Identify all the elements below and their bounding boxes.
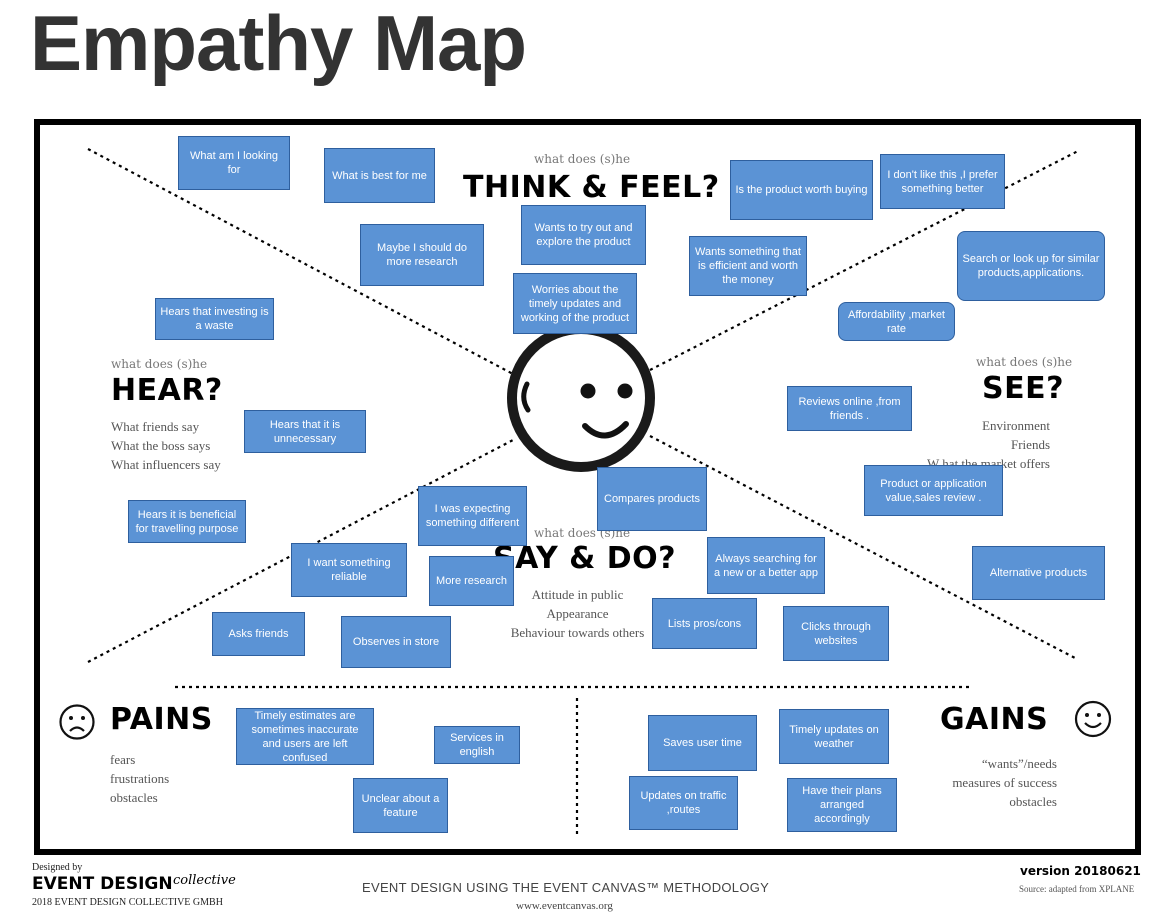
sticky-note[interactable]: I don't like this ,I prefer something be… xyxy=(880,154,1005,209)
sticky-note[interactable]: Search or look up for similar products,a… xyxy=(957,231,1105,301)
say-do-item: Appearance xyxy=(546,606,609,621)
footer-brand-script: collective xyxy=(173,873,236,888)
sticky-note[interactable]: Hears that it is unnecessary xyxy=(244,410,366,453)
sticky-note[interactable]: More research xyxy=(429,556,514,606)
pains-item: fears xyxy=(110,752,136,767)
say-do-item: Attitude in public xyxy=(531,587,624,602)
sticky-note[interactable]: Asks friends xyxy=(212,612,305,656)
sticky-note[interactable]: Always searching for a new or a better a… xyxy=(707,537,825,594)
pains-item: frustrations xyxy=(110,771,170,786)
hear-heading: HEAR? xyxy=(111,373,223,408)
see-item: Friends xyxy=(1011,437,1050,452)
sticky-note[interactable]: Worries about the timely updates and wor… xyxy=(513,273,637,334)
footer-brand: EVENT DESIGN xyxy=(32,874,173,894)
gains-item: measures of success xyxy=(952,775,1057,790)
say-do-list: Attitude in public Appearance Behaviour … xyxy=(500,585,655,642)
hear-item: What friends say xyxy=(111,419,200,434)
footer-tagline: EVENT DESIGN USING THE EVENT CANVAS™ MET… xyxy=(362,880,770,895)
sticky-note[interactable]: Is the product worth buying xyxy=(730,160,873,220)
sticky-note[interactable]: Maybe I should do more research xyxy=(360,224,484,286)
say-do-item: Behaviour towards others xyxy=(510,625,645,640)
gains-item: obstacles xyxy=(1009,794,1057,809)
sticky-note[interactable]: Hears it is beneficial for travelling pu… xyxy=(128,500,246,543)
sticky-note[interactable]: Have their plans arranged accordingly xyxy=(787,778,897,832)
footer-url[interactable]: www.eventcanvas.org xyxy=(516,900,613,912)
sticky-note[interactable]: I was expecting something different xyxy=(418,486,527,546)
sticky-note[interactable]: Services in english xyxy=(434,726,520,764)
page-title: Empathy Map xyxy=(30,0,527,87)
see-heading: SEE? xyxy=(982,371,1064,406)
frown-face-icon xyxy=(59,704,95,740)
sticky-note[interactable]: Updates on traffic ,routes xyxy=(629,776,738,830)
see-item: Environment xyxy=(982,418,1050,433)
footer-source: Source: adapted from XPLANE xyxy=(1019,884,1135,894)
pains-heading: PAINS xyxy=(110,702,213,737)
gains-list: “wants”/needs measures of success obstac… xyxy=(900,754,1057,811)
hear-item: What influencers say xyxy=(111,457,221,472)
sticky-note[interactable]: Alternative products xyxy=(972,546,1105,600)
hear-item: What the boss says xyxy=(111,438,211,453)
sticky-note[interactable]: Observes in store xyxy=(341,616,451,668)
gains-item: “wants”/needs xyxy=(981,756,1057,771)
pains-item: obstacles xyxy=(110,790,158,805)
sticky-note[interactable]: Clicks through websites xyxy=(783,606,889,661)
think-feel-prompt: what does (s)he xyxy=(534,152,631,166)
sticky-note[interactable]: I want something reliable xyxy=(291,543,407,597)
smiley-face-icon xyxy=(507,324,655,472)
sticky-note[interactable]: What am I looking for xyxy=(178,136,290,190)
hear-prompt: what does (s)he xyxy=(111,357,208,371)
sticky-note[interactable]: Timely updates on weather xyxy=(779,709,889,764)
footer-company: 2018 EVENT DESIGN COLLECTIVE GMBH xyxy=(32,897,223,908)
sticky-note[interactable]: Compares products xyxy=(597,467,707,531)
sticky-note[interactable]: Hears that investing is a waste xyxy=(155,298,274,340)
think-feel-heading: THINK & FEEL? xyxy=(463,170,720,205)
smile-face-icon xyxy=(1074,700,1112,738)
sticky-note[interactable]: Timely estimates are sometimes inaccurat… xyxy=(236,708,374,765)
sticky-note[interactable]: Saves user time xyxy=(648,715,757,771)
sticky-note[interactable]: Wants something that is efficient and wo… xyxy=(689,236,807,296)
sticky-note[interactable]: Reviews online ,from friends . xyxy=(787,386,912,431)
pains-list: fears frustrations obstacles xyxy=(110,750,169,807)
sticky-note[interactable]: Wants to try out and explore the product xyxy=(521,205,646,265)
sticky-note[interactable]: Lists pros/cons xyxy=(652,598,757,649)
sticky-note[interactable]: Affordability ,market rate xyxy=(838,302,955,341)
gains-heading: GAINS xyxy=(940,702,1049,737)
see-prompt: what does (s)he xyxy=(976,355,1073,369)
footer-designed-by: Designed by xyxy=(32,862,83,873)
footer-version: version 20180621 xyxy=(1020,864,1141,878)
say-do-heading: SAY & DO? xyxy=(493,541,677,576)
sticky-note[interactable]: Unclear about a feature xyxy=(353,778,448,833)
sticky-note[interactable]: Product or application value,sales revie… xyxy=(864,465,1003,516)
hear-list: What friends say What the boss says What… xyxy=(111,417,221,474)
sticky-note[interactable]: What is best for me xyxy=(324,148,435,203)
